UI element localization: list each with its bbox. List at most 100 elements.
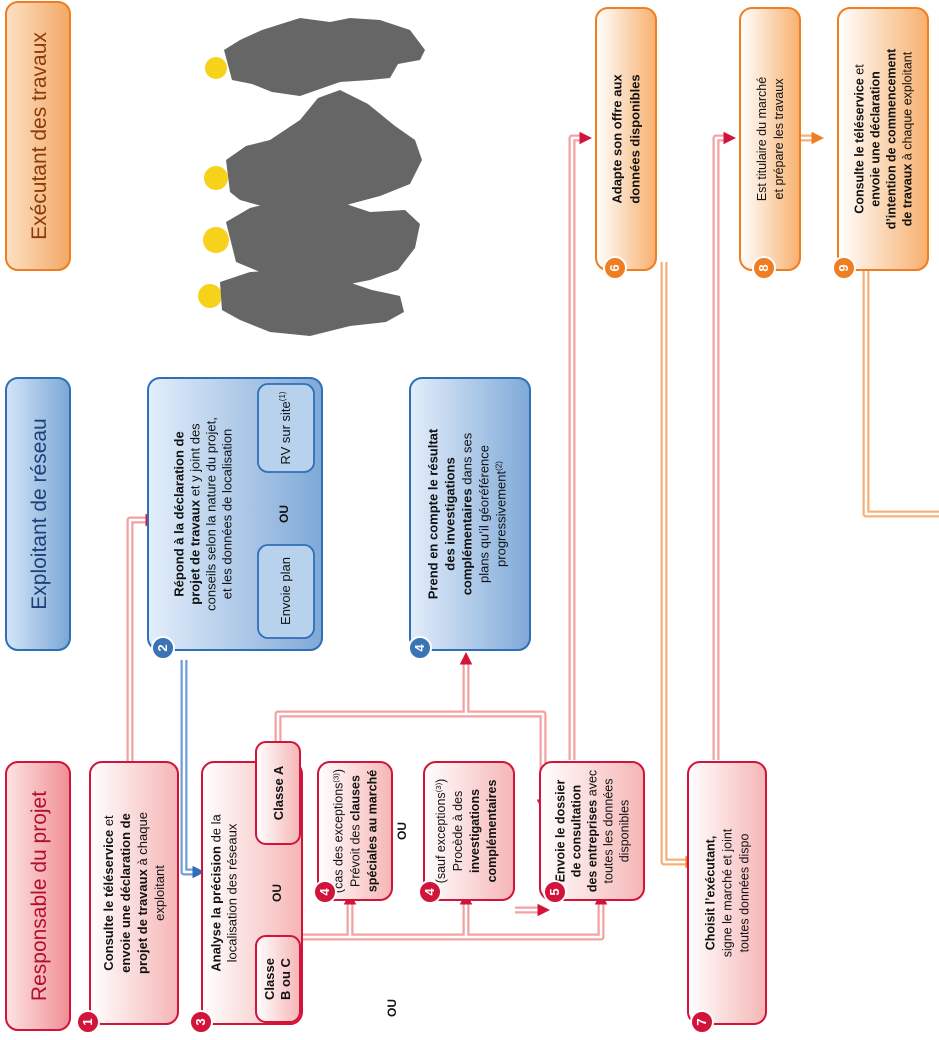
s4b-line: (sauf exceptions(3)) [433, 779, 448, 884]
s4c-line: des investigations [443, 457, 458, 570]
workers-illustration [198, 18, 425, 336]
s5-line: toutes les données [601, 779, 615, 884]
header-exploitant: Exploitant de réseau [5, 377, 71, 651]
s4c-line: plans qu’il géoréférence [477, 445, 492, 583]
s9-line: Consulte le téléservice et [852, 64, 866, 214]
s7-line: Choisit l’exécutant, [703, 836, 717, 951]
header-exploitant-label: Exploitant de réseau [28, 418, 51, 609]
s4a-line: (cas des exceptions(3)) [331, 769, 346, 893]
step-8-badge [752, 256, 776, 280]
s5-line: disponibles [617, 800, 631, 863]
svg-text:3: 3 [193, 1018, 208, 1025]
s4a-line: Prévoit des clauses [348, 775, 362, 887]
step-1-badge [76, 1010, 100, 1034]
s2-line: projet de travaux et y joint des [188, 423, 203, 605]
s8-line: et prépare les travaux [772, 78, 786, 200]
step-7: Choisit l’exécutant,signe le marché et j… [687, 761, 767, 1034]
s4a-line: spéciales au marché [365, 770, 379, 892]
s1-line: Consulte le téléservice et [101, 815, 116, 971]
s2-line: et les données de localisation [220, 429, 235, 600]
s1-line: exploitant [152, 865, 167, 921]
header-executant: Exécutant des travaux [5, 1, 71, 271]
classe-a-box: Classe A [255, 741, 301, 845]
step-4b-badge [418, 880, 442, 904]
svg-text:4: 4 [412, 644, 427, 652]
svg-text:6: 6 [607, 264, 622, 271]
classe-bc-box: Classe B ou C [255, 935, 301, 1023]
svg-text:8: 8 [756, 264, 771, 271]
bus-classe-bc [296, 900, 605, 999]
arrow-1-to-2 [126, 516, 148, 762]
s4b-line: Procède à des [451, 791, 465, 872]
s4b-line: complémentaires [485, 780, 499, 883]
envoie-plan-box: Envoie plan [257, 544, 315, 639]
header-executant-label: Exécutant des travaux [28, 32, 51, 240]
s3-line: localisation des réseaux [225, 823, 240, 962]
line-9-continue [862, 262, 939, 518]
step-4a-text: (cas des exceptions(3))Prévoit des claus… [331, 769, 380, 893]
svg-text:9: 9 [836, 264, 851, 271]
step-6-badge [603, 256, 627, 280]
svg-text:1: 1 [80, 1018, 95, 1025]
step-7-badge [690, 1010, 714, 1034]
step-2-ou: OU [277, 505, 291, 523]
step-2-badge [151, 636, 175, 660]
s7-line: signe le marché et joint [720, 828, 734, 957]
step-4c-badge [408, 636, 432, 660]
s4c-line: Prend en compte le résultat [426, 428, 441, 599]
s5-line: Envoie le dossier [553, 779, 567, 882]
s1-line: envoie une déclaration de [118, 813, 133, 973]
s5-line: de consultation [569, 785, 583, 877]
s7-line: toutes données dispo [737, 834, 751, 953]
s2-line: conseils selon la nature du projet, [204, 417, 219, 611]
s1-line: projet de travaux à chaque [135, 812, 150, 974]
rv-sur-site-box: RV sur site(1) [257, 383, 315, 473]
svg-text:7: 7 [694, 1018, 709, 1025]
step-9-badge [832, 256, 856, 280]
s9-line: d’intention de commencement [884, 48, 898, 229]
header-responsable: Responsable du projet [5, 761, 71, 1031]
s8-line: Est titulaire du marché [755, 77, 769, 201]
arrow-2-to-3 [180, 660, 195, 876]
svg-text:2: 2 [155, 644, 170, 651]
arrow-6-to-7 [660, 262, 686, 866]
step-4a: (cas des exceptions(3))Prévoit des claus… [313, 761, 393, 904]
s4b-line: investigations [468, 789, 482, 873]
s3-line: Analyse la précision de la [209, 813, 224, 971]
step-3-badge [189, 1010, 213, 1034]
s4c-line: progressivement(2) [494, 461, 509, 567]
s2-line: Répond à la déclaration de [172, 431, 187, 596]
svg-text:Classe: Classe [262, 958, 277, 1000]
s9-line: de travaux à chaque exploitant [900, 51, 914, 226]
s5-line: des entreprises avec [585, 770, 599, 892]
s6-line: Adapte son offre aux [610, 74, 625, 204]
svg-text:4: 4 [317, 888, 332, 896]
svg-text:5: 5 [547, 888, 562, 895]
svg-text:Classe A: Classe A [271, 765, 286, 820]
step-4a-badge [313, 880, 337, 904]
rv-sur-site-label: RV sur site(1) [278, 391, 293, 464]
svg-text:Envoie plan: Envoie plan [278, 557, 293, 625]
s4c-line: complémentaires dans ses [460, 432, 475, 595]
header-responsable-label: Responsable du projet [28, 791, 51, 1001]
s9-line: envoie une déclaration [868, 71, 882, 206]
svg-text:4: 4 [422, 888, 437, 896]
